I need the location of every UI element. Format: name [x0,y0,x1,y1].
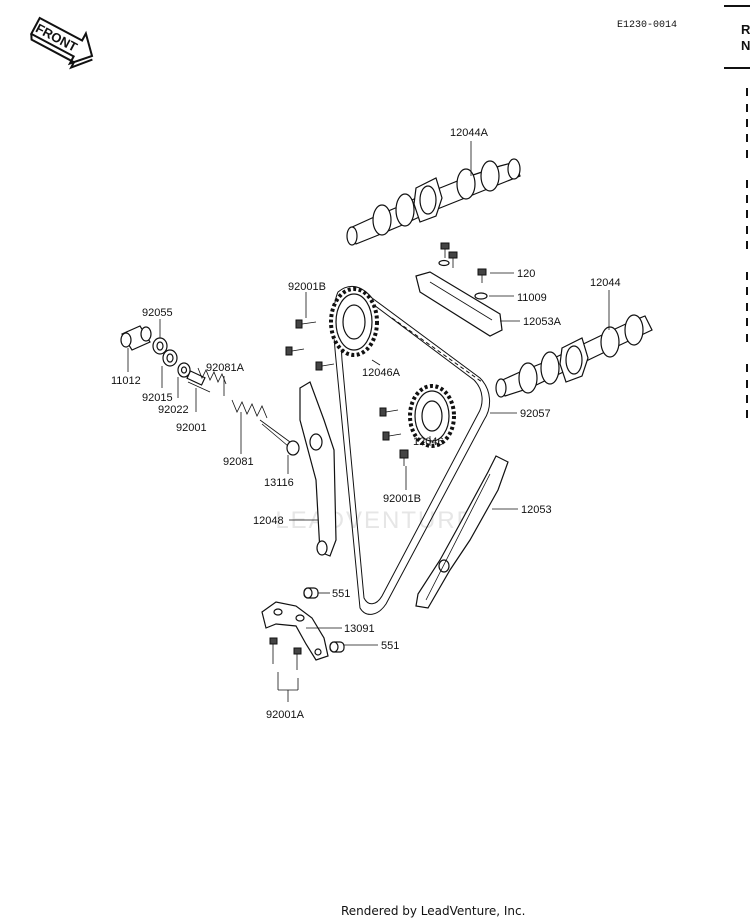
chain-guide-12053a [415,271,503,337]
bracket-13091 [261,601,329,661]
label-551-a: 551 [332,588,350,600]
diagram-code: E1230-0014 [617,20,677,31]
truncated-list-marks [746,88,748,418]
leader-12046a [371,359,381,366]
sprocket-12046 [408,384,456,448]
label-120: 120 [517,268,535,280]
sprocket-12046a [329,287,379,357]
damper-551-b [329,641,345,653]
label-12046: 12046 [413,436,444,448]
label-13116: 13116 [264,477,294,489]
label-12053: 12053 [521,504,552,516]
label-92001: 92001 [176,422,207,434]
label-92081: 92081 [223,456,254,468]
damper-551-a [303,587,319,599]
label-12044a: 12044A [450,127,489,139]
camshaft-12044 [495,314,653,398]
front-arrow: FRONT [29,16,94,70]
label-12046a: 12046A [362,367,401,379]
label-12048: 12048 [253,515,284,527]
watermark: LEADVENTURE [275,507,474,534]
seal-92055 [152,337,168,355]
label-92081a: 92081A [206,362,245,374]
label-92022: 92022 [158,404,189,416]
tensioner-guide-12048 [299,381,337,557]
washer-92015 [162,349,178,367]
camshaft-12044a [346,158,521,246]
label-92001b-top: 92001B [288,281,326,293]
bolts-92001b-lower [379,407,409,466]
footer-credit: Rendered by LeadVenture, Inc. [341,904,525,918]
tensioner-body-11012 [120,325,152,351]
label-92001a: 92001A [266,709,305,721]
label-11009: 11009 [517,292,547,304]
label-92057: 92057 [520,408,551,420]
label-13091: 13091 [344,623,375,635]
label-11012: 11012 [111,375,141,387]
bolts-120 [438,242,488,300]
label-551-b: 551 [381,640,399,652]
label-92055: 92055 [142,307,173,319]
label-92015: 92015 [142,392,173,404]
label-12053a: 12053A [523,316,562,328]
spring-92081a [197,367,227,385]
pushrod-13116 [259,419,300,456]
bolts-92001a [269,637,302,670]
label-92001b-bot: 92001B [383,493,421,505]
spring-92081 [231,399,268,419]
header-letter-r: R [741,22,750,37]
bolts-92001b-upper [285,319,335,371]
chain-guide-12053 [415,455,509,609]
label-12044: 12044 [590,277,621,289]
part-92001 [186,370,211,393]
washer-92022 [177,362,191,378]
header-letter-n: N [741,38,750,53]
leader-92001a [277,672,299,702]
